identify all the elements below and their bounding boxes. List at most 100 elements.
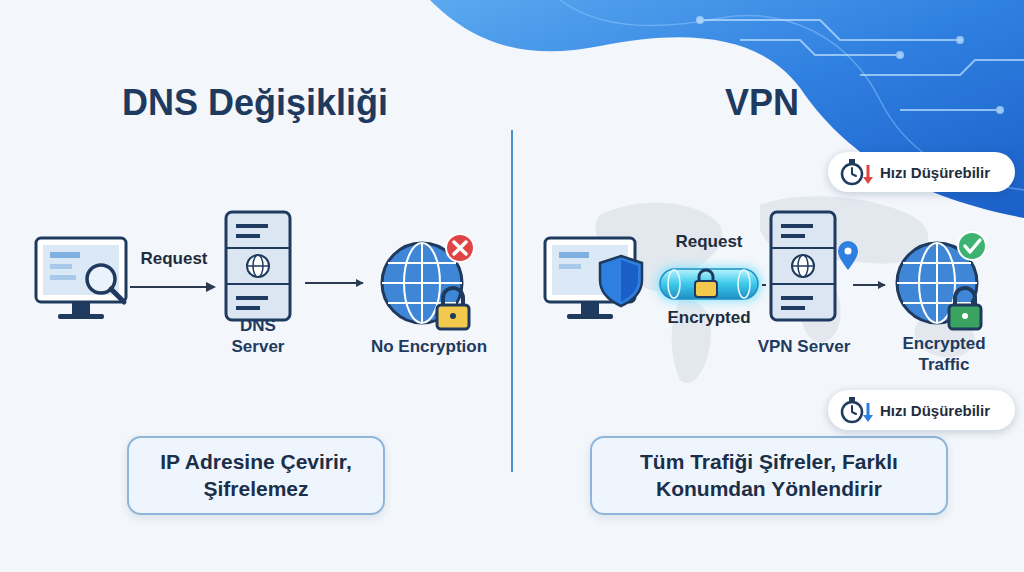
node-text: VPN Server [758,337,851,357]
computer-icon-part [50,275,76,280]
dns-server-icon-part [236,224,268,228]
stopwatch-icon-part [849,397,855,401]
stopwatch-icon-part [852,406,856,414]
circuit-lines-part [697,17,703,23]
vpn-server-icon-part [838,241,858,270]
circuit-lines-part [897,52,903,58]
computer-icon-part [50,264,72,269]
vpn-server-icon-part [781,306,805,310]
speed-badge: Hızı Düşürebilir [828,390,1015,430]
vpn-server-icon [771,212,858,320]
request-arrow-part [130,286,208,288]
globe-unencrypted-part [382,282,462,284]
blue-wave-part [430,0,1024,218]
circuit-lines-part [700,20,960,40]
computer-icon [545,238,642,319]
flow-arrow [853,284,885,286]
tunnel-label: Request [675,232,742,252]
globe-unencrypted-part [450,313,456,319]
encrypted-tunnel-part [695,281,717,297]
encrypted-tunnel-part [660,269,758,299]
summary-box: Tüm Trafiği Şifreler, Farklı Konumdan Yö… [590,436,948,515]
dns-server-icon-part [236,234,260,238]
computer-icon [36,238,126,319]
computer-icon-part [567,314,613,319]
computer-icon-part [50,252,80,258]
circuit-lines-part [997,107,1003,113]
dns-server-icon-part [226,283,290,285]
tunnel-label: Encrypted [667,308,750,328]
encrypted-tunnel-part [668,270,680,298]
vpn-server-icon-part [781,234,805,238]
arrow-label: Request [140,249,207,269]
globe-node: No Encryption [364,235,494,357]
circuit-lines-part [900,109,1000,111]
encrypted-tunnel-part [762,284,766,286]
vpn-server-icon-part [792,255,814,277]
vpn-server-icon-part [845,248,852,255]
globe-encrypted-part [958,232,986,260]
vpn-server-icon-part [781,224,813,228]
computer-icon-part [36,238,126,302]
globe-unencrypted [382,234,474,329]
stopwatch-icon-part [852,168,856,176]
computer-icon-part [43,245,119,295]
vpn-server-icon-part [792,265,814,267]
dns-server-icon-part [236,306,260,310]
encrypted-tunnel [656,266,766,302]
stopwatch-icon-part [863,177,873,184]
computer-icon-part [72,302,90,314]
computer-icon-part [58,314,104,319]
globe-encrypted-part [949,305,981,329]
server-node: DNS Server [212,205,304,357]
blue-wave [430,0,1024,218]
dns-server-icon-part [236,296,268,300]
circuit-lines-part [957,37,963,43]
globe-unencrypted-part [446,234,474,262]
stopwatch-icon-part [849,159,855,163]
globe-encrypted-part [903,263,971,303]
request-arrow-part [206,282,216,292]
section-title: DNS Değişikliği [122,82,388,124]
circuit-lines-part [740,40,900,55]
computer-icon-part [559,252,589,258]
globe-node: Encrypted Traffic [886,235,1002,375]
globe-encrypted-part [897,282,977,284]
globe-encrypted-part [965,240,980,252]
globe-unencrypted-part [388,263,456,303]
node-text: Encrypted Traffic [886,334,1002,375]
stopwatch-icon-part [863,415,873,422]
stopwatch-icon-part [842,402,862,422]
dns-server-icon-part [226,247,290,249]
section-title: VPN [725,82,799,124]
node-text: DNS Server [212,316,304,357]
computer-icon-part [621,260,638,302]
dns-server-icon [226,212,290,320]
globe-encrypted [897,232,986,329]
stopwatch-icon [838,395,876,425]
speed-badge: Hızı Düşürebilir [828,152,1015,192]
vpn-server-icon-part [771,212,835,320]
globe-encrypted-part [955,288,975,306]
globe-unencrypted-part [454,242,466,254]
computer-icon-part [559,264,581,269]
stopwatch-icon [838,157,876,187]
encrypted-tunnel-part [738,270,750,298]
globe-unencrypted-part [437,305,469,329]
vpn-server-icon-part [771,283,835,285]
node-text: Tüm Trafiği Şifreler, Farklı Konumdan Yö… [608,448,930,503]
dns-server-icon-part [247,255,269,277]
computer-icon-part [111,289,124,302]
computer-icon-part [600,256,642,306]
flow-arrow [305,282,363,284]
server-node: VPN Server [756,205,852,357]
circuit-lines-part [860,60,1024,75]
computer-icon-part [581,302,599,314]
vpn-server-icon-part [771,247,835,249]
node-text: Hızı Düşürebilir [880,402,990,419]
dns-server-icon-part [226,212,290,320]
node-text: Hızı Düşürebilir [880,164,990,181]
globe-encrypted-part [962,313,968,319]
node-text: No Encryption [371,337,487,357]
